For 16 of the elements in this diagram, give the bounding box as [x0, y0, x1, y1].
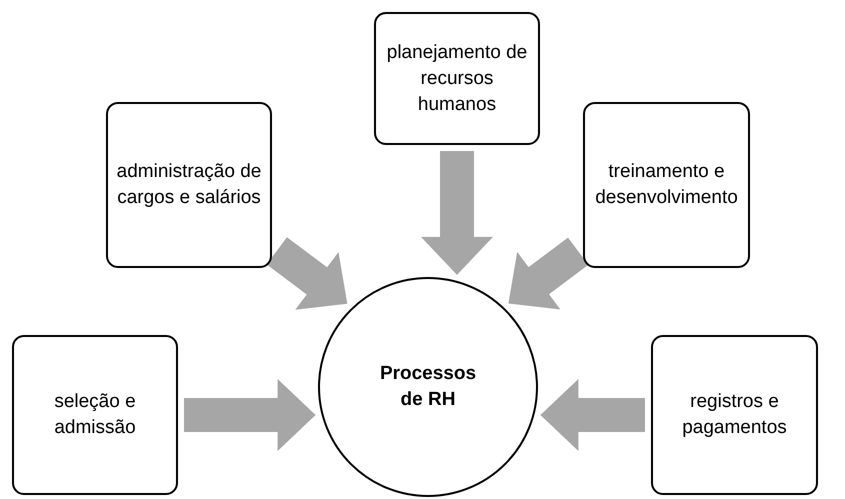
block-arrow [540, 379, 645, 451]
node-label: administração de cargos e salários [116, 160, 262, 210]
block-arrow [421, 151, 493, 275]
node-label: registros e pagamentos [681, 390, 788, 440]
block-arrow [184, 379, 316, 451]
node-label: treinamento e desenvolvimento [594, 160, 739, 210]
rounded-box [12, 335, 178, 495]
node-label: planejamento de recursos humanos [386, 40, 528, 116]
rounded-box [374, 12, 540, 145]
rounded-box [583, 102, 750, 268]
block-arrow [266, 237, 348, 310]
node-label: seleção e admissão [53, 390, 137, 440]
node-title: Processos de RH [378, 362, 478, 412]
rounded-box [106, 102, 272, 268]
rounded-box [651, 335, 818, 495]
block-arrow [508, 238, 588, 310]
